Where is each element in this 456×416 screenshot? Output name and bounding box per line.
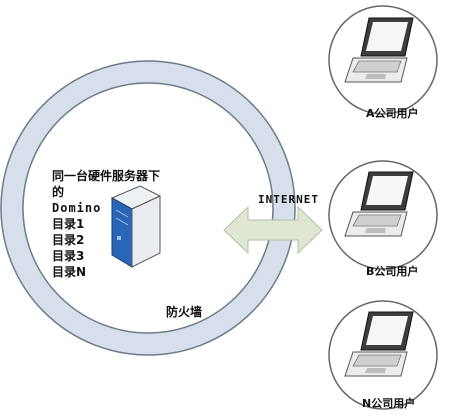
firewall-label: 防火墙	[166, 305, 203, 319]
user-label-n: N公司用户	[362, 397, 416, 410]
server-description: 同一台硬件服务器下 的 Domino 目录1 目录2 目录3 目录N	[52, 168, 160, 280]
server-text-line: 目录2	[52, 233, 85, 247]
server-text-line: Domino	[52, 201, 102, 215]
server-icon	[110, 185, 162, 268]
server-text-line: 目录1	[52, 217, 85, 231]
laptop-icon	[344, 17, 414, 83]
laptop-icon	[344, 171, 414, 237]
bidirectional-arrow-icon	[223, 205, 323, 255]
server-text-line: 的	[52, 185, 65, 199]
user-label-a: A公司用户	[366, 107, 419, 120]
internet-label: INTERNET	[258, 193, 319, 206]
user-label-b: B公司用户	[366, 265, 419, 278]
server-text-line: 同一台硬件服务器下	[52, 169, 161, 183]
server-text-line: 目录3	[52, 249, 85, 263]
laptop-icon	[344, 311, 414, 377]
server-text-line: 目录N	[52, 265, 87, 279]
